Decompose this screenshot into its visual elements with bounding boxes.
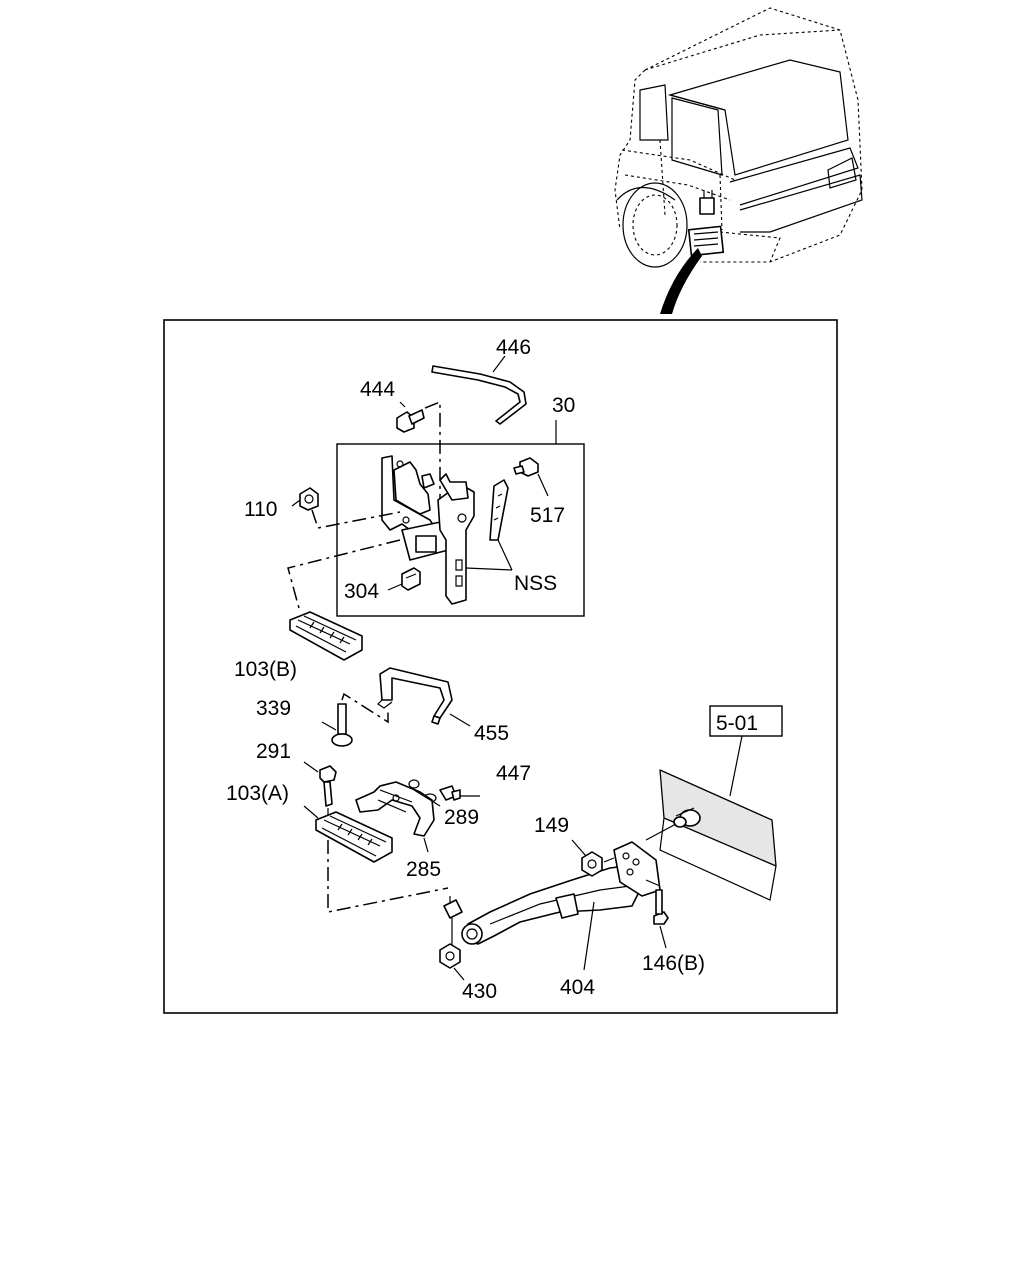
step-bracket-assembly: [381, 455, 509, 605]
part-430-clamp: [443, 896, 463, 919]
part-146b-bolt: [653, 889, 669, 925]
label-291: 291: [256, 740, 291, 763]
frame-rail-5-01: [659, 769, 777, 901]
label-30: 30: [552, 394, 575, 417]
part-430-nut: [439, 943, 461, 969]
label-304: 304: [344, 580, 379, 603]
detail-frame: [163, 319, 838, 1014]
label-146b: 146(B): [642, 952, 705, 975]
label-447: 447: [496, 762, 531, 785]
part-446-rod: [431, 365, 527, 425]
part-149-nut: [581, 851, 603, 877]
label-339: 339: [256, 697, 291, 720]
part-285-bracket: [355, 781, 435, 837]
part-110-bolt: [299, 487, 319, 511]
assembly-30-box: [336, 443, 585, 617]
label-103a: 103(A): [226, 782, 289, 805]
part-291-bolt: [319, 765, 337, 807]
label-430: 430: [462, 980, 497, 1003]
label-5-01: 5-01: [716, 712, 758, 735]
label-446: 446: [496, 336, 531, 359]
ref-5-01-box: [709, 705, 783, 737]
label-285: 285: [406, 858, 441, 881]
label-110: 110: [244, 498, 277, 521]
part-517-bolt: [513, 457, 539, 477]
part-447-bolt: [423, 785, 461, 803]
part-404-arm: [461, 841, 661, 945]
part-103a-step: [315, 811, 393, 863]
part-444-bolt: [396, 401, 425, 433]
part-455-bracket: [377, 667, 453, 725]
label-404: 404: [560, 976, 595, 999]
label-444: 444: [360, 378, 395, 401]
label-103b: 103(B): [234, 658, 297, 681]
truck-cab-overview: [614, 7, 863, 314]
label-nss: NSS: [514, 572, 557, 595]
part-103b-step: [289, 611, 363, 661]
label-149: 149: [534, 814, 569, 837]
label-517: 517: [530, 504, 565, 527]
part-304-clip: [401, 567, 421, 591]
part-339-bolt: [331, 703, 353, 747]
label-289: 289: [444, 806, 479, 829]
label-455: 455: [474, 722, 509, 745]
